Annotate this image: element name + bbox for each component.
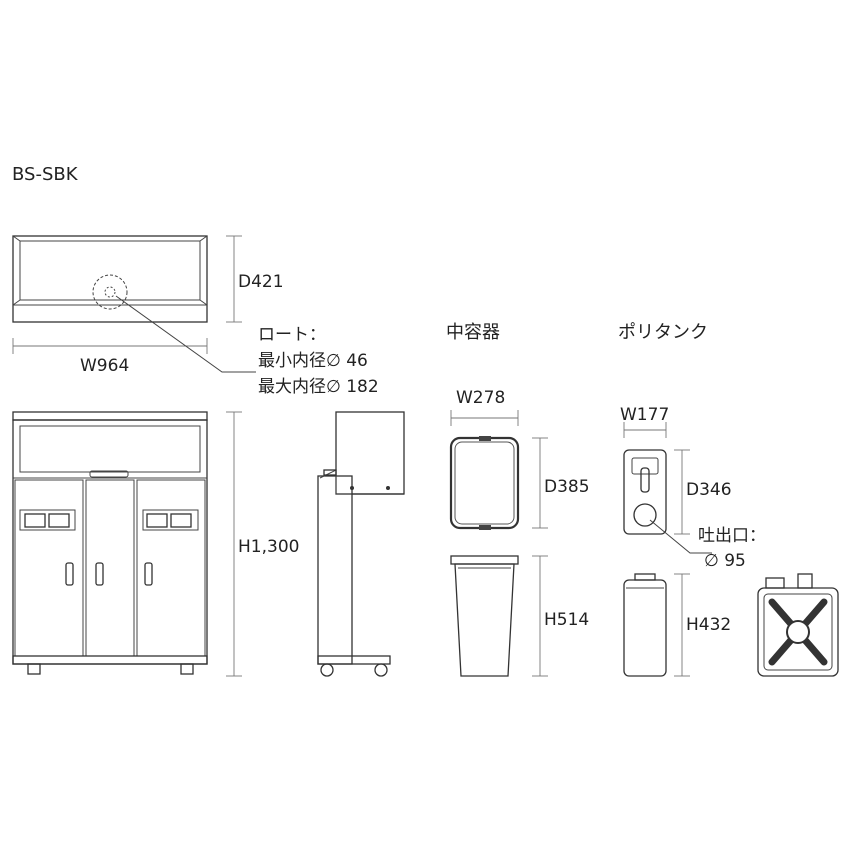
funnel-title: ロート：	[258, 325, 326, 345]
side-caster-rear	[374, 663, 388, 677]
cabinet-width-dimension	[12, 338, 208, 354]
side-caster-front	[320, 663, 334, 677]
funnel-leader-line	[115, 295, 256, 373]
poly-tank-side-view	[757, 573, 839, 677]
cabinet-depth-dimension	[226, 235, 242, 323]
cabinet-side-view	[317, 411, 405, 677]
cabinet-top-view	[12, 235, 208, 323]
poly-tank-height-dimension	[674, 573, 690, 677]
poly-tank-width-label: W177	[620, 405, 669, 425]
funnel-inner-circle	[104, 286, 116, 298]
funnel-max-diameter: 最大内径∅ 182	[258, 377, 379, 397]
poly-tank-depth-label: D346	[686, 480, 732, 500]
poly-tank-depth-dimension	[674, 449, 690, 535]
spout-diameter: ∅ 95	[704, 551, 746, 571]
inner-container-height-dimension	[532, 555, 548, 677]
inner-container-depth-dimension	[532, 437, 548, 529]
poly-tank-width-dimension	[623, 422, 667, 438]
poly-tank-title: ポリタンク	[618, 322, 708, 343]
model-title: BS-SBK	[12, 164, 79, 185]
funnel-outer-circle	[92, 274, 128, 310]
inner-container-title: 中容器	[446, 322, 500, 343]
funnel-min-diameter: 最小内径∅ 46	[258, 351, 368, 371]
spout-leader-line	[649, 519, 712, 554]
inner-container-height-label: H514	[544, 610, 589, 630]
inner-container-width-label: W278	[456, 388, 505, 408]
inner-container-front-view	[450, 555, 519, 677]
cabinet-height-label: H1,300	[238, 537, 299, 557]
poly-tank-height-label: H432	[686, 615, 731, 635]
cabinet-front-view	[12, 411, 208, 675]
cabinet-depth-label: D421	[238, 272, 284, 292]
cabinet-height-dimension	[226, 411, 242, 677]
inner-container-depth-label: D385	[544, 477, 590, 497]
poly-tank-front-view	[623, 573, 667, 677]
cabinet-width-label: W964	[80, 356, 129, 376]
inner-container-width-dimension	[450, 410, 519, 426]
spout-title: 吐出口：	[698, 526, 766, 546]
poly-tank-top-view	[623, 449, 667, 535]
inner-container-top-view	[449, 436, 520, 530]
